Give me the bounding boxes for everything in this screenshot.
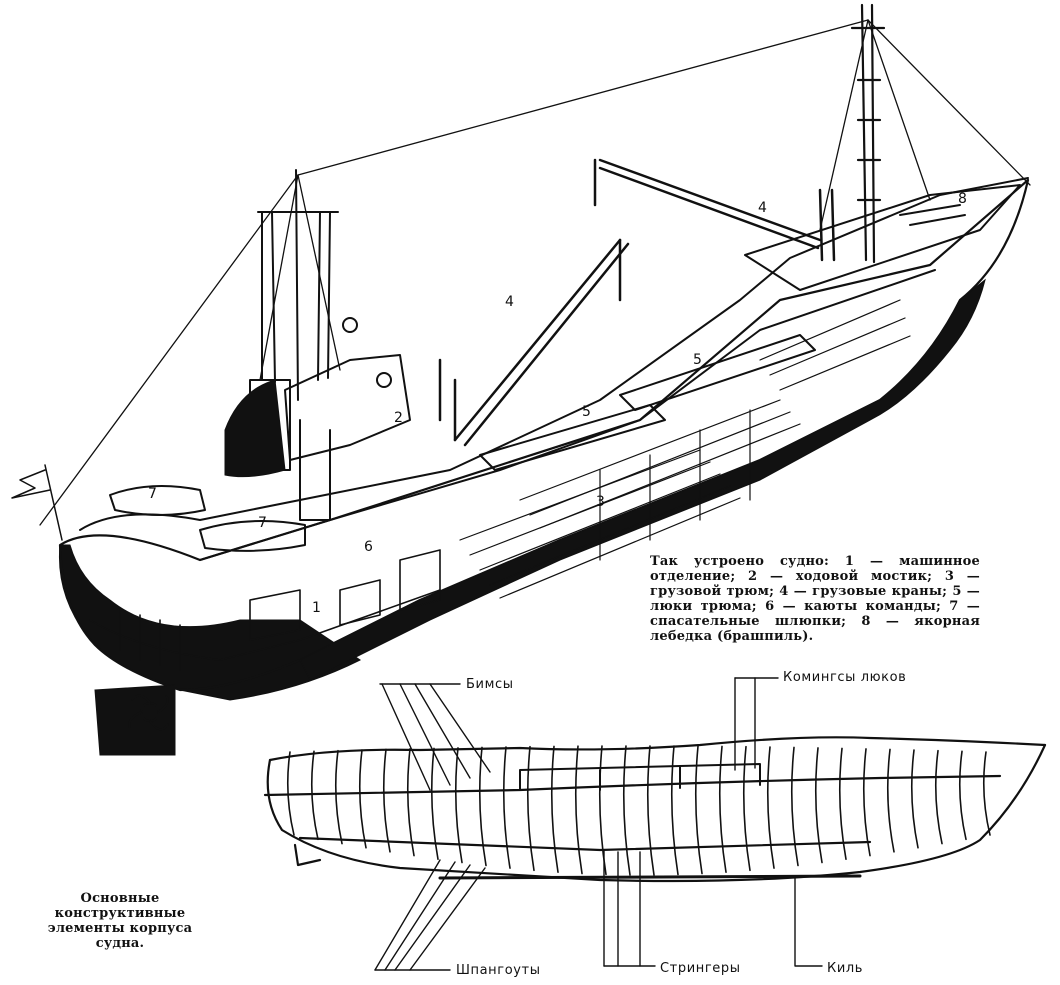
hull-frame-rib [838,747,847,861]
hull-frame-rib [334,749,343,845]
cargo-cranes [438,158,836,447]
hull-frame-rib [526,745,535,872]
bridge-superstructure [249,317,411,521]
hatch-coamings [519,763,761,791]
hull-frame-rib [358,749,367,849]
hull-frame-rib [478,746,487,867]
aft-mast [257,169,339,401]
label-beams: Бимсы [466,677,514,692]
hull-frame-rib [862,748,871,857]
hull-frame-rib [742,745,751,872]
callout-1: 1 [312,600,321,616]
ship-caption: Так устроено судно: 1 — машинное отделен… [650,554,980,644]
callout-7b: 7 [258,515,267,531]
lifeboats [109,485,306,552]
hull-frame-rib [430,747,439,861]
label-frames: Шпангоуты [456,963,541,978]
forecastle-deck [744,184,1021,291]
label-keel: Киль [827,961,864,976]
fore-mast [850,3,886,264]
funnel-black [224,379,286,478]
hull-bottom-strip [299,278,986,681]
hull-frame-rib [406,748,415,857]
callout-8: 8 [958,191,967,207]
hull-frame-rib [694,745,703,875]
hull-frame-rib [910,749,919,849]
hull-frame-rib [646,745,655,876]
hull-frame-rib [502,746,511,869]
callout-2: 2 [394,410,403,426]
hull-frame-rib [766,746,775,869]
label-hatch-coamings: Комингсы люков [783,670,907,685]
hull-frames [286,745,991,876]
callout-5a: 5 [582,404,591,420]
hull-frame-rib [886,748,895,853]
hull-frame-rib [982,751,991,836]
stern-flag [11,464,63,541]
hull-frame-rib [382,748,391,853]
hull-frame-outline [263,736,1047,883]
hull-frame-rib [670,745,679,876]
cargo-hold-section [459,299,911,599]
hull-frame-rib [790,746,799,867]
hatches [479,334,816,471]
hull-frame-rib [958,750,967,841]
callout-7a: 7 [148,486,157,502]
propeller [128,694,169,731]
label-stringers: Стрингеры [660,961,741,976]
hull-frame-rib [454,747,463,864]
hull-frame-rib [934,749,943,845]
engine-room-section [89,549,441,671]
callout-4a: 4 [505,294,514,310]
leader-lines [374,677,823,971]
hull-caption: Основные конструктивные элементы корпуса… [47,891,193,951]
hull-frame-rib [598,745,607,876]
hull-frame-rib [718,745,727,873]
hull-frame-rib [310,750,319,841]
hull-frame-rib [574,745,583,875]
hull-frame-rib [814,747,823,864]
hull-frame-rib [622,745,631,876]
callout-5b: 5 [693,352,702,368]
callout-4b: 4 [758,200,767,216]
hull-frame-rib [286,751,295,836]
callout-3: 3 [596,494,605,510]
hull-frame-rib [550,745,559,873]
callout-6: 6 [364,539,373,555]
keel-line [438,874,862,880]
rudder [94,684,176,756]
